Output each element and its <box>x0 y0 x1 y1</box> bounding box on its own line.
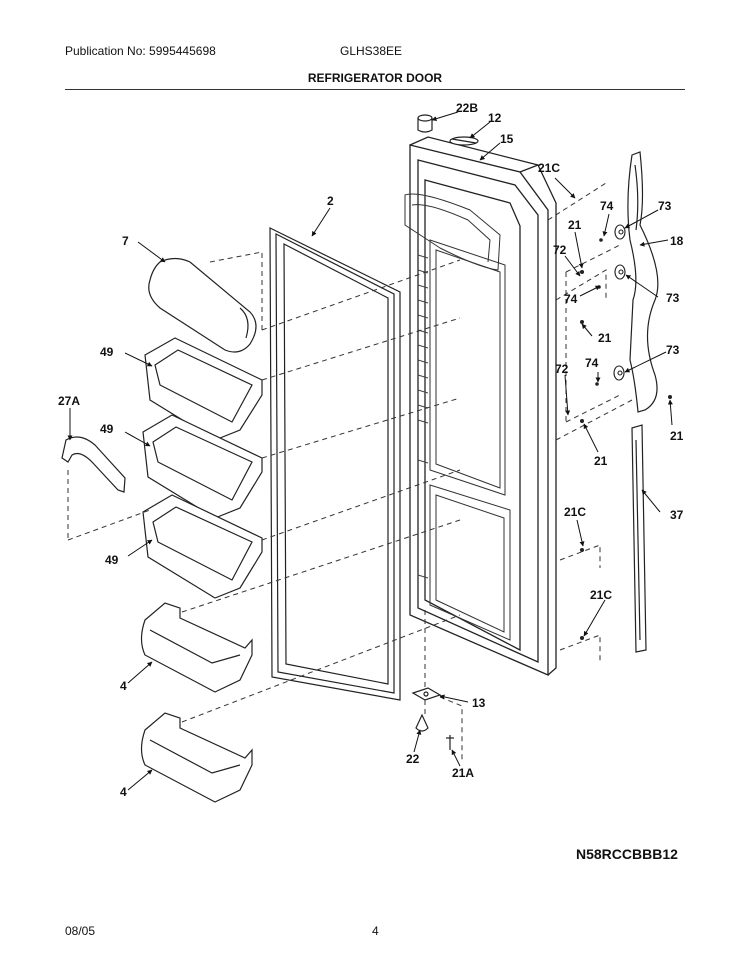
handle-mounting-studs <box>613 224 626 381</box>
callout-21a: 21A <box>452 766 474 780</box>
callout-49-c: 49 <box>105 553 119 567</box>
hinge-bushing-top <box>417 114 433 133</box>
page-number: 4 <box>372 924 379 938</box>
header-divider <box>65 89 685 90</box>
bottom-hinge <box>411 687 442 701</box>
callout-73-b: 73 <box>666 291 680 305</box>
door-handle <box>627 151 659 413</box>
door-bin-lower <box>142 494 263 599</box>
callout-49-b: 49 <box>100 422 114 436</box>
callout-7: 7 <box>122 234 129 248</box>
callout-13: 13 <box>472 696 486 710</box>
callout-21-d: 21 <box>594 454 608 468</box>
publication-number: Publication No: 5995445698 <box>65 44 216 58</box>
door-outer-panel <box>409 136 557 676</box>
callout-37: 37 <box>670 508 684 522</box>
callout-22: 22 <box>406 752 420 766</box>
callout-arrows <box>67 111 673 791</box>
hinge-screw <box>446 735 454 750</box>
callout-4-b: 4 <box>120 785 127 799</box>
callout-74-c: 74 <box>585 356 599 370</box>
callout-72-a: 72 <box>553 243 567 257</box>
callout-72-b: 72 <box>555 362 569 376</box>
callout-21c-top: 21C <box>538 161 560 175</box>
callout-27a: 27A <box>58 394 80 408</box>
callout-21c-low: 21C <box>590 588 612 602</box>
callout-12: 12 <box>488 111 502 125</box>
callout-22b: 22B <box>456 101 478 115</box>
door-inner-liner <box>404 193 511 641</box>
hinge-bushing-bottom <box>415 713 429 732</box>
dairy-door <box>148 257 257 353</box>
handle-screws <box>580 238 672 640</box>
footer-date: 08/05 <box>65 924 96 938</box>
callout-21-a: 21 <box>568 218 582 232</box>
callout-74-a: 74 <box>600 199 614 213</box>
callout-74-b: 74 <box>564 292 578 306</box>
door-top-cap <box>449 136 479 146</box>
dairy-door-handle <box>61 436 126 493</box>
callout-15: 15 <box>500 132 514 146</box>
handle-trim <box>631 424 647 653</box>
callout-4-a: 4 <box>120 679 127 693</box>
callout-73-c: 73 <box>666 343 680 357</box>
door-shelf-lower <box>140 712 253 803</box>
model-number: GLHS38EE <box>340 44 403 58</box>
callout-18: 18 <box>670 234 684 248</box>
callout-2: 2 <box>327 194 334 208</box>
callout-21c-mid: 21C <box>564 505 586 519</box>
callout-49-a: 49 <box>100 345 114 359</box>
callout-21-b: 21 <box>598 331 612 345</box>
door-shelf-upper <box>140 602 253 693</box>
door-gasket <box>269 227 401 701</box>
diagram-title: REFRIGERATOR DOOR <box>307 71 443 85</box>
callout-21-c: 21 <box>670 429 684 443</box>
door-bin-middle <box>142 414 263 519</box>
assembly-leader-lines <box>67 182 633 760</box>
door-bin-upper <box>144 337 263 441</box>
diagram-code: N58RCCBBB12 <box>576 846 678 862</box>
callout-73-a: 73 <box>658 199 672 213</box>
